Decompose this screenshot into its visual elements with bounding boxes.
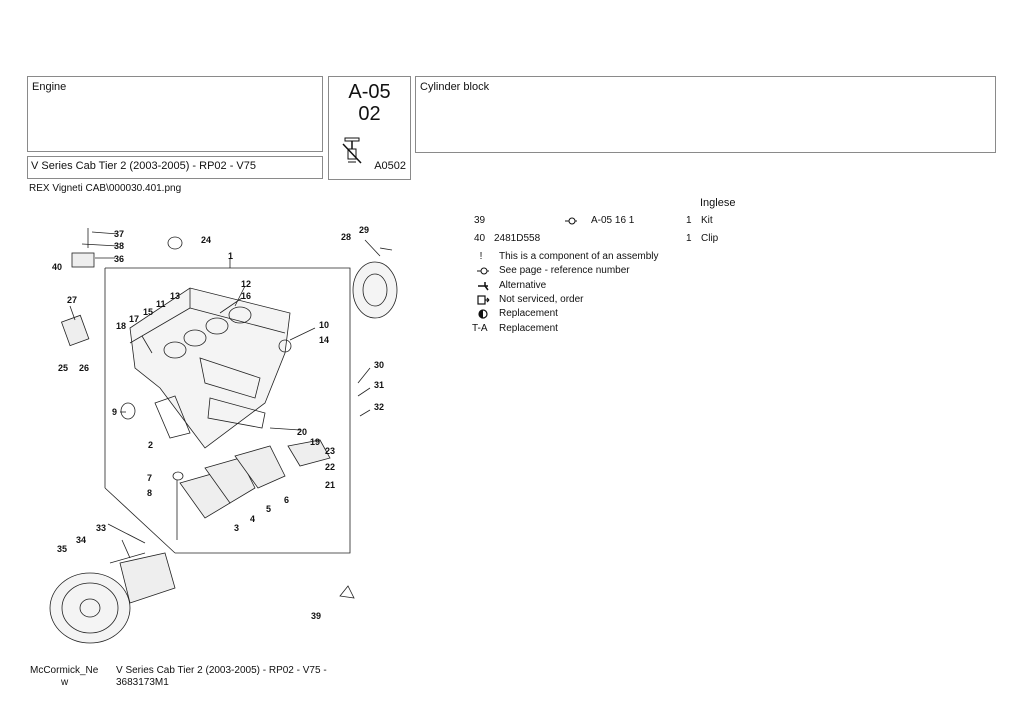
diagram-label: 37: [114, 229, 124, 239]
code-small: A0502: [374, 160, 406, 172]
code-line2: 02: [358, 103, 381, 125]
model-title: V Series Cab Tier 2 (2003-2005) - RP02 -…: [31, 160, 257, 172]
diagram-label: 22: [325, 462, 335, 472]
diagram-label: 17: [129, 314, 139, 324]
model-box: V Series Cab Tier 2 (2003-2005) - RP02 -…: [27, 156, 323, 179]
part-description: Kit: [701, 215, 713, 226]
footer-brand-line2: w: [61, 677, 69, 688]
part-row: 40 2481D558 1 Clip: [472, 232, 772, 246]
page-title-box: Cylinder block: [415, 76, 996, 153]
legend-text: Not serviced, order: [499, 294, 584, 305]
diagram-label: 31: [374, 380, 384, 390]
footer-model-line2: 3683173M1: [116, 677, 169, 688]
footer-brand-line1: McCormick_Ne: [30, 665, 99, 676]
legend-row: Replacement: [472, 307, 732, 321]
diagram-label: 39: [311, 611, 321, 621]
diagram-label: 29: [359, 225, 369, 235]
legend: ! This is a component of an assembly See…: [472, 250, 732, 338]
diagram-label: 38: [114, 241, 124, 251]
diagram-label: 32: [374, 402, 384, 412]
legend-row: See page - reference number: [472, 264, 732, 278]
diagram-label: 36: [114, 254, 124, 264]
page-title: Cylinder block: [420, 81, 490, 93]
diagram-label: 27: [67, 295, 77, 305]
diagram-label: 25: [58, 363, 68, 373]
diagram-label: 23: [325, 446, 335, 456]
diagram-label: 10: [319, 320, 329, 330]
part-page-ref[interactable]: A-05 16 1: [591, 215, 635, 226]
legend-row: Alternative: [472, 279, 732, 293]
part-number: 2481D558: [494, 233, 541, 244]
legend-row: Not serviced, order: [472, 293, 732, 307]
diagram-label: 2: [148, 440, 153, 450]
legend-symbol-ta: T-A: [472, 323, 488, 334]
diagram-label: 30: [374, 360, 384, 370]
diagram-label: 4: [250, 514, 255, 524]
diagram-label: 16: [241, 291, 251, 301]
part-row: 39 A-05 16 1 1 Kit: [472, 214, 772, 228]
diagram-label: 3: [234, 523, 239, 533]
see-page-icon: [477, 267, 489, 275]
engine-tool-icon: [342, 137, 362, 164]
diagram-label: 35: [57, 544, 67, 554]
legend-text: See page - reference number: [499, 265, 630, 276]
part-qty: 1: [686, 233, 692, 244]
footer-model-line1: V Series Cab Tier 2 (2003-2005) - RP02 -…: [116, 665, 327, 676]
diagram-label: 28: [341, 232, 351, 242]
language-label: Inglese: [700, 197, 736, 209]
part-ref: 39: [474, 215, 486, 226]
legend-row: ! This is a component of an assembly: [472, 250, 732, 264]
diagram-label: 9: [112, 407, 117, 417]
diagram-label: 6: [284, 495, 289, 505]
replacement-icon: [478, 309, 488, 319]
alternative-icon: [478, 282, 489, 291]
legend-text: This is a component of an assembly: [499, 251, 659, 262]
section-box: Engine: [27, 76, 323, 152]
diagram-label: 19: [310, 437, 320, 447]
diagram-label: 15: [143, 307, 153, 317]
exploded-diagram: 37 38 36 40 24 1 29 28 27 13 12 16 11 15…: [49, 225, 398, 644]
diagram-label: 11: [156, 299, 166, 309]
code-box: A-05 02 A0502: [328, 76, 411, 180]
part-description: Clip: [701, 233, 719, 244]
diagram-label: 14: [319, 335, 329, 345]
not-serviced-icon: [477, 295, 490, 305]
diagram-label: 13: [170, 291, 180, 301]
see-page-icon: [565, 217, 577, 225]
image-path: REX Vigneti CAB\000030.401.png: [29, 183, 182, 194]
diagram-label: 7: [147, 473, 152, 483]
legend-text: Replacement: [499, 323, 558, 334]
diagram-label: 26: [79, 363, 89, 373]
diagram-label: 40: [52, 262, 62, 272]
legend-text: Replacement: [499, 308, 558, 319]
diagram-label: 12: [241, 279, 251, 289]
diagram-labels: 37 38 36 40 24 1 29 28 27 13 12 16 11 15…: [52, 225, 384, 621]
diagram-label: 24: [201, 235, 211, 245]
diagram-label: 34: [76, 535, 86, 545]
legend-row: T-A Replacement: [472, 322, 732, 336]
diagram-label: 1: [228, 251, 233, 261]
parts-list: 39 A-05 16 1 1 Kit 40 2481D558 1 Clip: [472, 214, 772, 246]
legend-text: Alternative: [499, 280, 547, 291]
code-line1: A-05: [348, 81, 391, 103]
diagram-label: 33: [96, 523, 106, 533]
diagram-label: 18: [116, 321, 126, 331]
exclamation-icon: !: [479, 251, 483, 262]
diagram-label: 21: [325, 480, 335, 490]
diagram-label: 20: [297, 427, 307, 437]
section-title: Engine: [32, 81, 67, 93]
diagram-label: 5: [266, 504, 271, 514]
part-qty: 1: [686, 215, 692, 226]
diagram-label: 8: [147, 488, 152, 498]
part-ref: 40: [474, 233, 486, 244]
